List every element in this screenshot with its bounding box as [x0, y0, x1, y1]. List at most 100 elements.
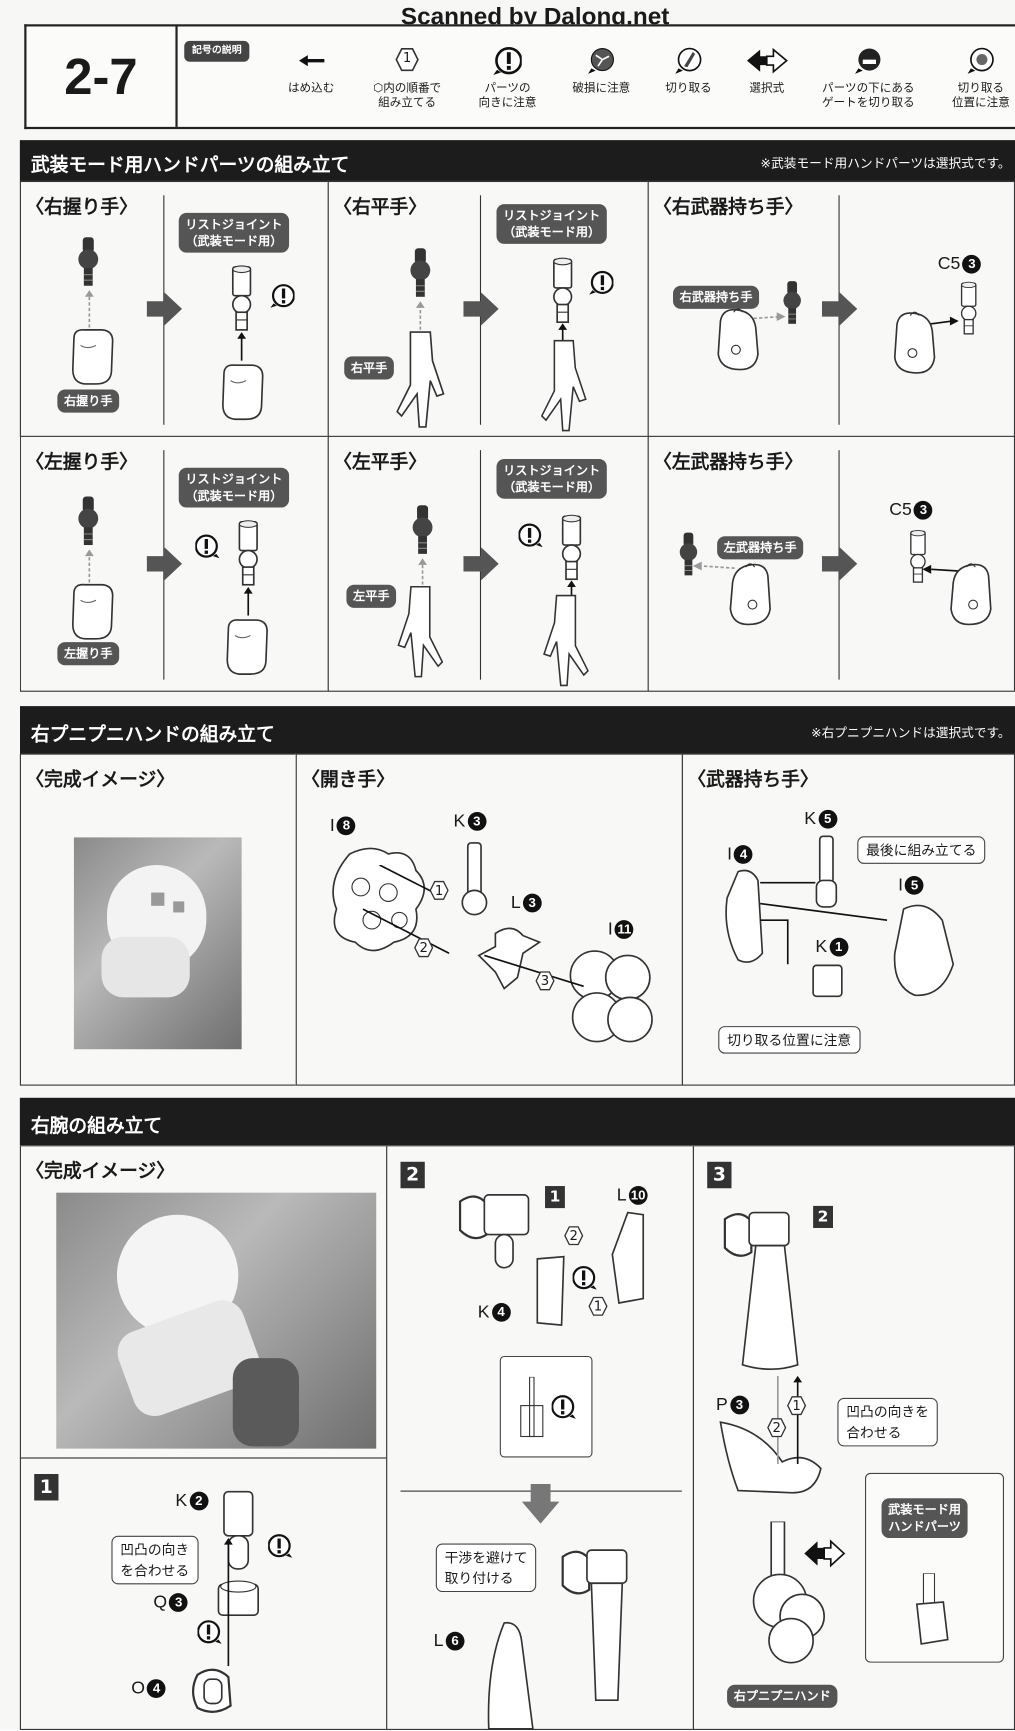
- breakage-caution-icon: [588, 47, 614, 74]
- collar-part: [217, 1580, 259, 1617]
- legend-label: 選択式: [749, 81, 785, 95]
- orientation-caution-icon: [552, 1395, 576, 1419]
- section-title: 右プニプニハンドの組み立て: [30, 723, 275, 746]
- orientation-caution-icon: [197, 1620, 221, 1644]
- orientation-caution-icon: [493, 46, 522, 75]
- weapon-grip-hand-part: [724, 560, 779, 628]
- cut-position-callout: 切り取る位置に注意: [718, 1026, 861, 1054]
- panel-left-flat-hand: 〈左平手〉 左平手 リストジョイント（武装モード用）: [327, 435, 649, 692]
- legend-label: はめ込む: [287, 81, 335, 95]
- arm-joint-part: [408, 246, 432, 301]
- section-note: ※右プニプニハンドは選択式です。: [810, 724, 1011, 741]
- order-hexagon-1: 1: [588, 1296, 608, 1316]
- finger-cover-part: [569, 950, 653, 1043]
- arm-joint-part: [410, 503, 434, 558]
- flat-hand-part: [538, 591, 593, 690]
- panel-left-grip-hand: 〈左握り手〉 左握り手 リストジョイント（武装モード用）: [19, 435, 329, 692]
- down-arrow-icon: [521, 1483, 560, 1524]
- next-arrow-icon: [147, 292, 182, 325]
- fist-hand-part: [217, 361, 268, 423]
- wrist-joint-label: リストジョイント（武装モード用）: [178, 212, 290, 253]
- legend-label: ゲートを切り取る: [821, 95, 915, 110]
- orientation-caution-icon: [268, 1534, 292, 1558]
- hand-label: 左握り手: [57, 642, 120, 666]
- panel-title: 〈左武器持ち手〉: [653, 451, 804, 474]
- panel-title: 〈完成イメージ〉: [25, 769, 176, 792]
- order-hexagon-1: 1: [429, 880, 449, 900]
- order-hexagon-2: 2: [564, 1226, 584, 1246]
- panel-complete-image-arm: 〈完成イメージ〉: [19, 1145, 388, 1459]
- legend-label: 組み立てる: [378, 95, 437, 110]
- order-hexagon-2: 2: [767, 1418, 787, 1438]
- wrist-joint-part: [556, 514, 587, 582]
- panel-title: 〈右武器持ち手〉: [653, 196, 804, 219]
- next-arrow-icon: [822, 292, 857, 325]
- pin-part: [815, 835, 838, 908]
- cut-off-icon: [675, 47, 702, 74]
- puni-hand-label: 右プニプニハンド: [727, 1684, 838, 1708]
- header-box: 2-7 記号の説明 はめ込む 1 ⬡内の順番で 組み立てる パーツの 向きに注意…: [24, 24, 1015, 130]
- order-hexagon-icon: 1: [395, 46, 419, 75]
- section-note: ※武装モード用ハンドパーツは選択式です。: [760, 155, 1011, 172]
- legend-item-gate-under: パーツの下にある ゲートを切り取る: [813, 46, 923, 110]
- completed-hand-photo: [73, 837, 242, 1050]
- step-number-badge: 3: [707, 1161, 732, 1189]
- fist-hand-part: [67, 325, 118, 387]
- cut-position-caution-icon: [967, 47, 994, 74]
- section-header-armed-mode-hands: 武装モード用ハンドパーツの組み立て ※武装モード用ハンドパーツは選択式です。: [19, 140, 1015, 181]
- orientation-caution-icon: [519, 523, 543, 547]
- arm-assembly: [723, 1211, 799, 1371]
- legend-item-cut: 切り取る: [633, 46, 743, 96]
- panel-title: 〈右握り手〉: [25, 196, 138, 219]
- assemble-last-callout: 最後に組み立てる: [857, 836, 986, 864]
- armed-mode-hand-label: 武装モード用ハンドパーツ: [881, 1498, 968, 1539]
- armor-fin-part: [487, 1621, 534, 1730]
- wrist-joint-part: [226, 265, 257, 333]
- detail-inset: [499, 1355, 593, 1458]
- arm-joint-part: [76, 494, 100, 549]
- upper-arm-assembly: [458, 1194, 530, 1269]
- weapon-grip-hand-part: [944, 560, 999, 628]
- elbow-part: [536, 1255, 565, 1326]
- elbow-guard-part: [719, 1421, 822, 1494]
- legend-title: 記号の説明: [184, 40, 250, 62]
- wrist-joint-label: リストジョイント（武装モード用）: [178, 467, 290, 508]
- cube-part: [812, 964, 843, 998]
- next-arrow-icon: [463, 292, 498, 325]
- selectable-arrows-icon: [804, 1539, 846, 1568]
- panel-title: 〈左平手〉: [333, 451, 427, 474]
- legend-label: 破損に注意: [572, 81, 631, 95]
- hand-label: 左武器持ち手: [717, 536, 804, 560]
- avoid-interference-callout: 干渉を避けて取り付ける: [435, 1543, 537, 1593]
- step-number-badge: 2: [400, 1161, 425, 1189]
- panel-complete-image-hand: 〈完成イメージ〉: [19, 753, 297, 1086]
- section-title: 右腕の組み立て: [30, 1115, 163, 1138]
- legend-label: ⬡内の順番で: [373, 81, 442, 95]
- hand-label: 右武器持ち手: [673, 285, 760, 309]
- hexagon-number: 1: [402, 49, 412, 66]
- wrist-joint-label: リストジョイント（武装モード用）: [496, 204, 607, 244]
- next-arrow-icon: [822, 547, 857, 580]
- legend-label: 切り取る: [665, 81, 712, 95]
- section-header-right-arm: 右腕の組み立て: [19, 1097, 1015, 1146]
